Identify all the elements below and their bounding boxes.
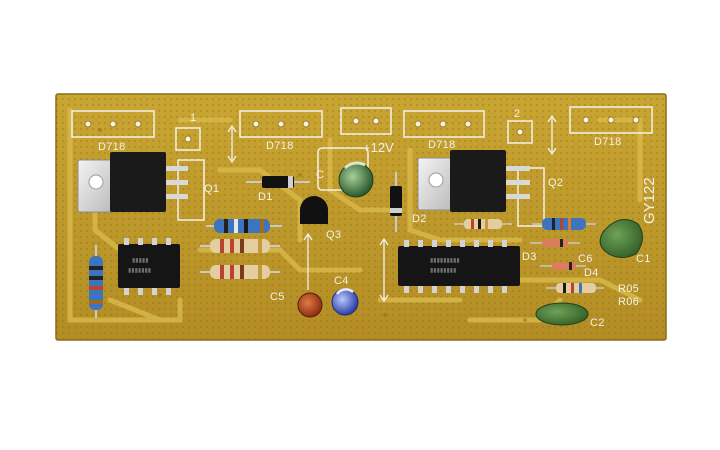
resistor-small-mid — [454, 219, 512, 229]
capacitor-c5 — [297, 292, 323, 318]
silkscreen-labels: D718 D718 D718 D718 +12V 1 2 Q1 Q2 Q3 D1… — [98, 108, 658, 329]
resistor-beige-2 — [200, 265, 280, 279]
label-d4: D4 — [584, 267, 599, 279]
board-code: GY122 — [641, 177, 658, 224]
label-d1: D1 — [258, 191, 273, 203]
capacitor-green — [338, 161, 374, 198]
diode-d1 — [246, 176, 310, 188]
capacitor-c1 — [599, 219, 643, 258]
diode-d3 — [530, 239, 580, 247]
label-q2: Q2 — [548, 177, 563, 189]
connector-pads — [84, 116, 640, 143]
connector-label-1: D718 — [98, 141, 126, 153]
silkscreen-arrows — [227, 114, 557, 303]
diode-d2 — [390, 172, 402, 232]
resistor-blue-right — [532, 218, 596, 230]
svg-text:▮▮▮▮▮▮▮▮: ▮▮▮▮▮▮▮▮ — [430, 268, 456, 274]
diode-d4 — [540, 262, 586, 270]
voltage-regulator-q2 — [417, 150, 530, 212]
pcb-board — [55, 93, 667, 341]
power-label: +12V — [363, 140, 394, 155]
label-c1: C1 — [636, 253, 651, 265]
svg-text:▮▮▮▮▮▮▮: ▮▮▮▮▮▮▮ — [128, 268, 151, 274]
label-d3: D3 — [522, 251, 537, 263]
label-c4: C4 — [334, 275, 349, 287]
ic-dip8: ▮▮▮▮▮ ▮▮▮▮▮▮▮ — [118, 238, 180, 295]
label-d2: D2 — [412, 213, 427, 225]
label-num2: 2 — [514, 108, 520, 120]
label-num1: 1 — [190, 112, 196, 124]
label-r06: R06 — [618, 296, 639, 308]
connector-label-4: D718 — [594, 136, 622, 148]
label-c6: C6 — [578, 253, 593, 265]
svg-text:▮▮▮▮▮▮▮▮▮: ▮▮▮▮▮▮▮▮▮ — [430, 258, 460, 264]
connector-label-3: D718 — [428, 139, 456, 151]
label-c5: C5 — [270, 291, 285, 303]
resistor-r05 — [546, 283, 604, 293]
label-c2: C2 — [590, 317, 605, 329]
ic-dip16: ▮▮▮▮▮▮▮▮▮ ▮▮▮▮▮▮▮▮ — [398, 240, 520, 293]
resistor-beige-1 — [200, 239, 280, 253]
resistor-blue-top — [206, 219, 282, 233]
capacitor-c2 — [535, 302, 589, 326]
transistor-q3 — [300, 196, 328, 224]
voltage-regulator-q1 — [77, 152, 188, 213]
label-q1: Q1 — [204, 183, 219, 195]
label-r05: R05 — [618, 283, 639, 295]
resistor-blue-left — [89, 245, 103, 318]
silkscreen-connectors — [71, 106, 653, 227]
label-c-cap: C — [316, 169, 324, 181]
connector-label-2: D718 — [266, 140, 294, 152]
capacitor-c4 — [331, 288, 359, 316]
label-q3: Q3 — [326, 229, 341, 241]
svg-text:▮▮▮▮▮: ▮▮▮▮▮ — [132, 258, 149, 264]
